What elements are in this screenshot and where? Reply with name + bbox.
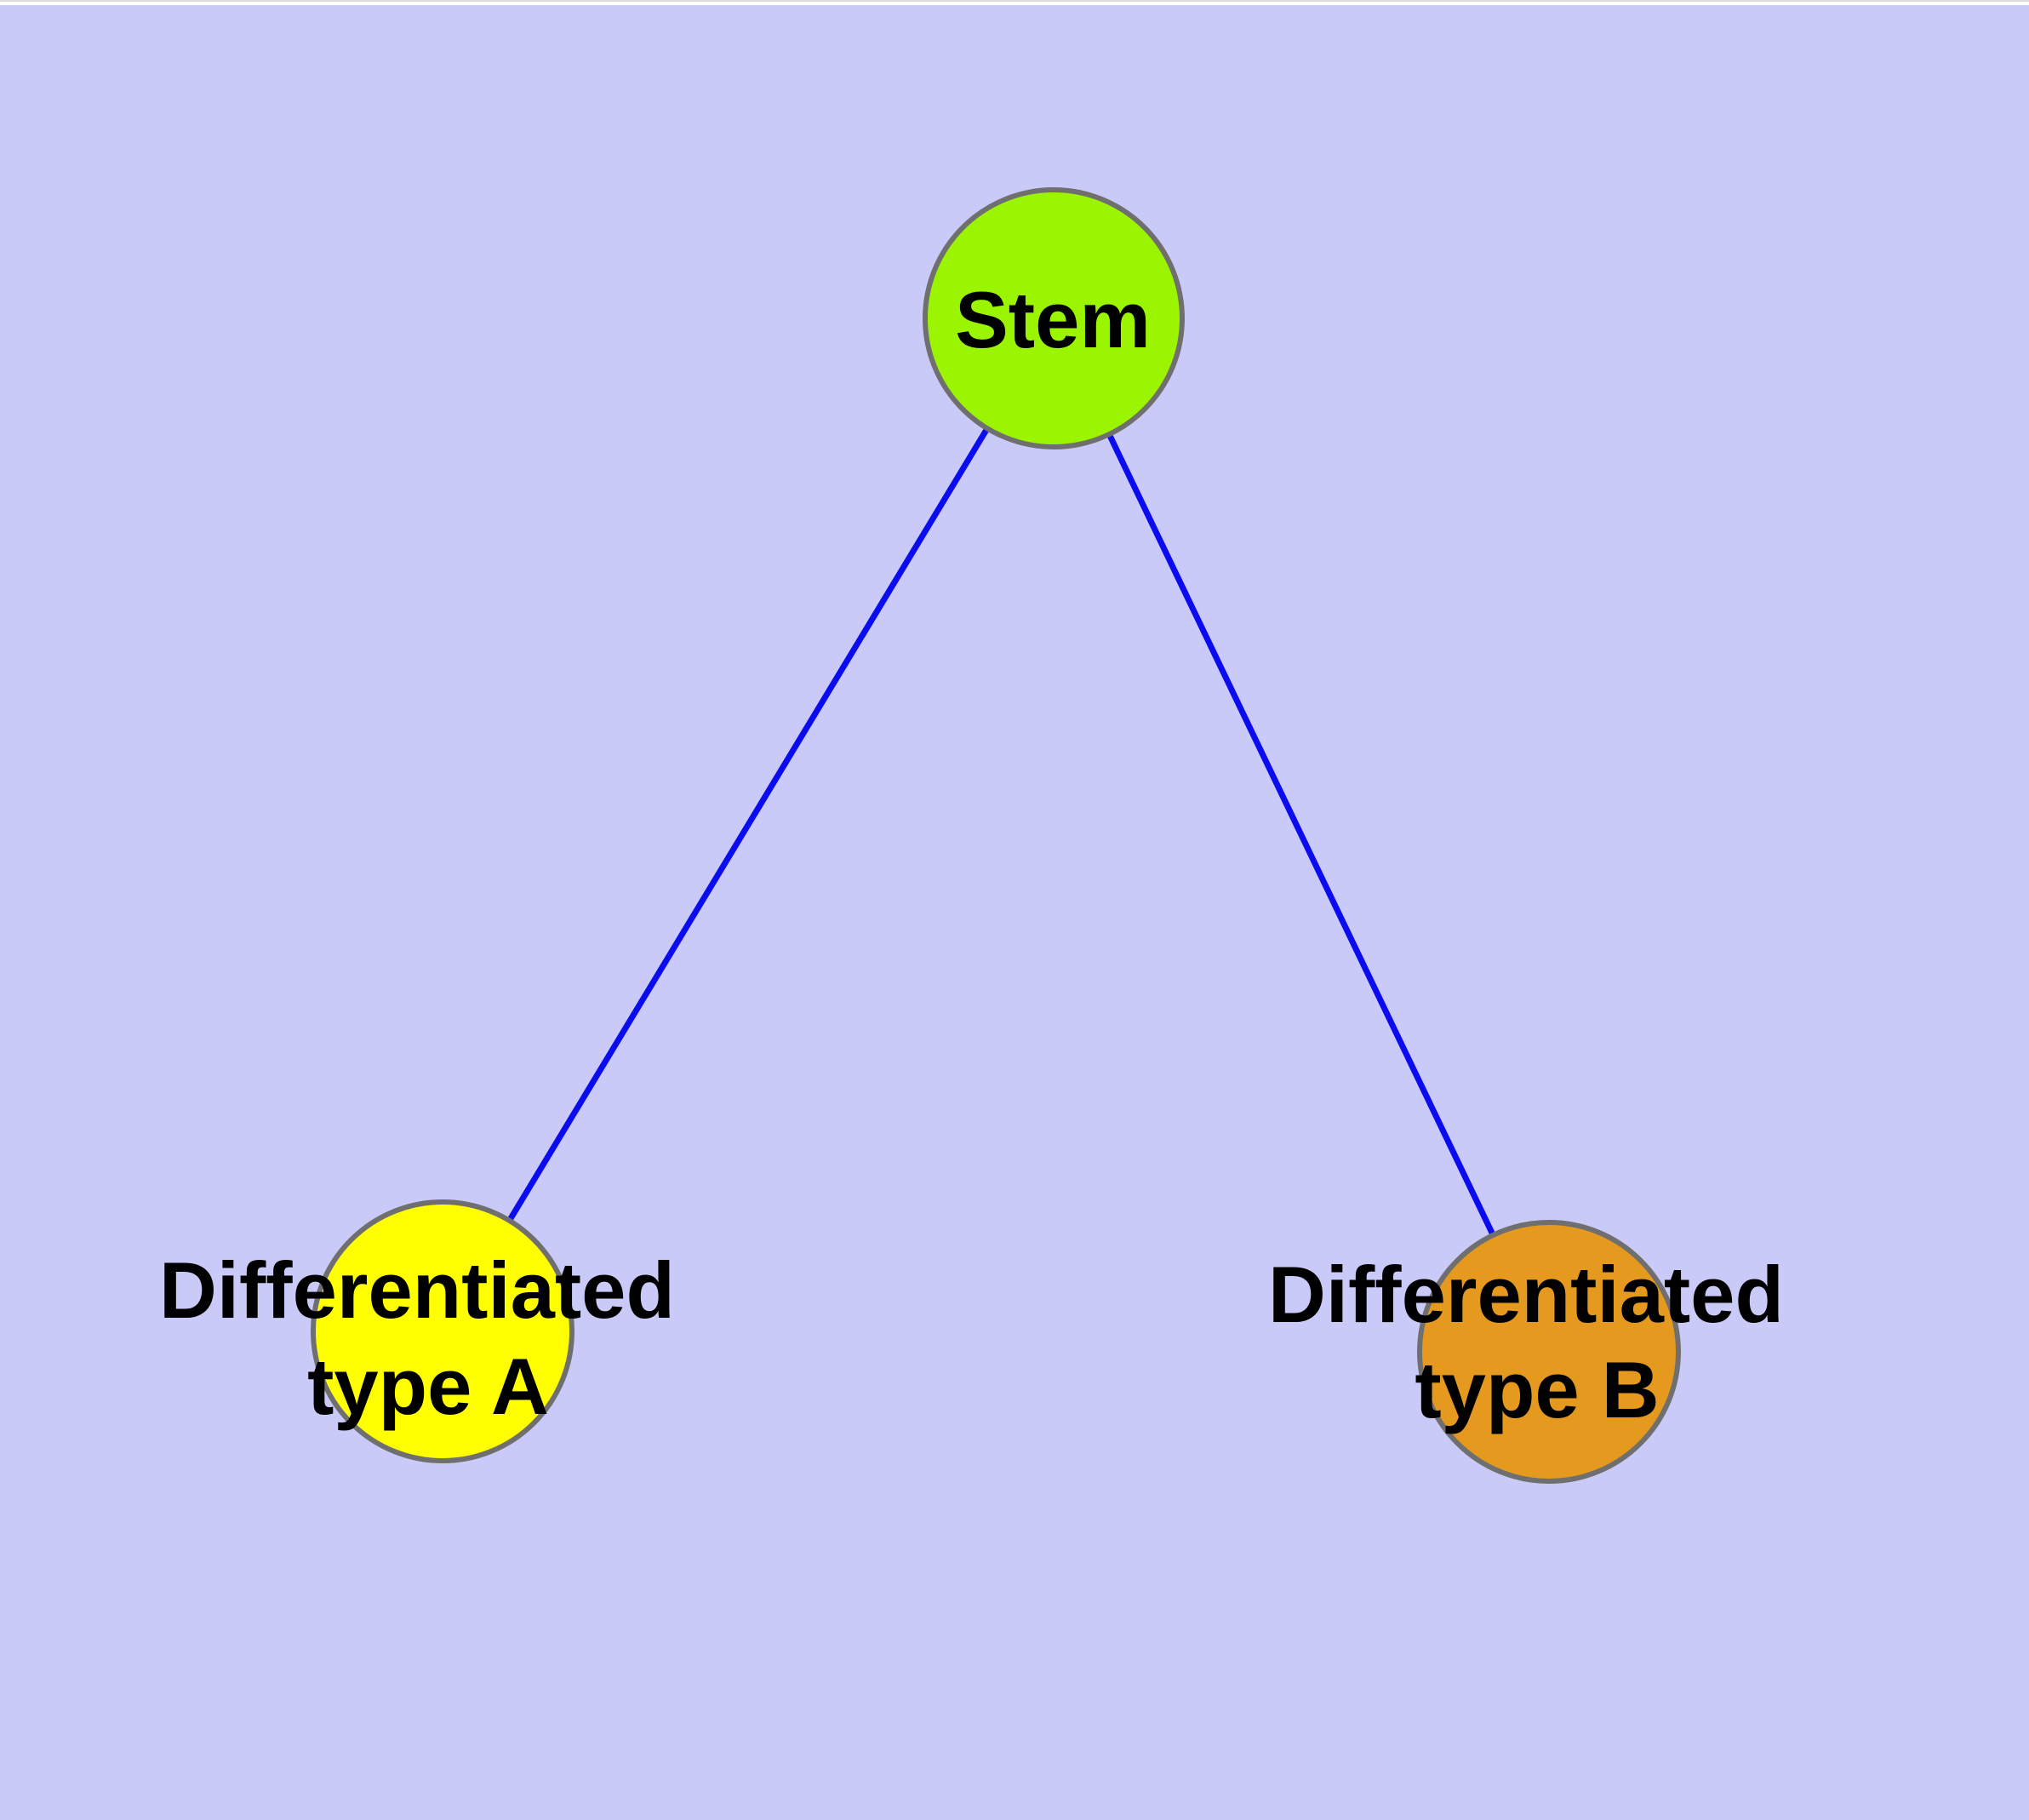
node-type-b-label-line1: Differentiated bbox=[1268, 1250, 1784, 1339]
node-type-a[interactable] bbox=[311, 1199, 574, 1463]
node-layer bbox=[311, 187, 1681, 1484]
node-type-a-label-line2: type A bbox=[307, 1342, 549, 1431]
window-top-edge bbox=[0, 2, 2029, 5]
node-stem[interactable] bbox=[923, 187, 1185, 449]
node-type-a-label: Differentiated type A bbox=[159, 1245, 697, 1431]
label-layer: Stem Differentiated type A Differentiate… bbox=[159, 275, 1806, 1434]
edge-stem-to-type-a[interactable] bbox=[440, 317, 1056, 1333]
node-type-b[interactable] bbox=[1417, 1220, 1681, 1484]
node-stem-label: Stem bbox=[955, 275, 1151, 364]
edge-layer bbox=[440, 317, 1552, 1354]
node-type-b-label: Differentiated type B bbox=[1268, 1250, 1806, 1434]
edge-stem-to-type-b[interactable] bbox=[1050, 317, 1552, 1354]
node-type-b-label-line2: type B bbox=[1415, 1345, 1659, 1434]
window-top-edge-line bbox=[0, 0, 2029, 2]
node-type-a-label-line1: Differentiated bbox=[159, 1245, 675, 1335]
